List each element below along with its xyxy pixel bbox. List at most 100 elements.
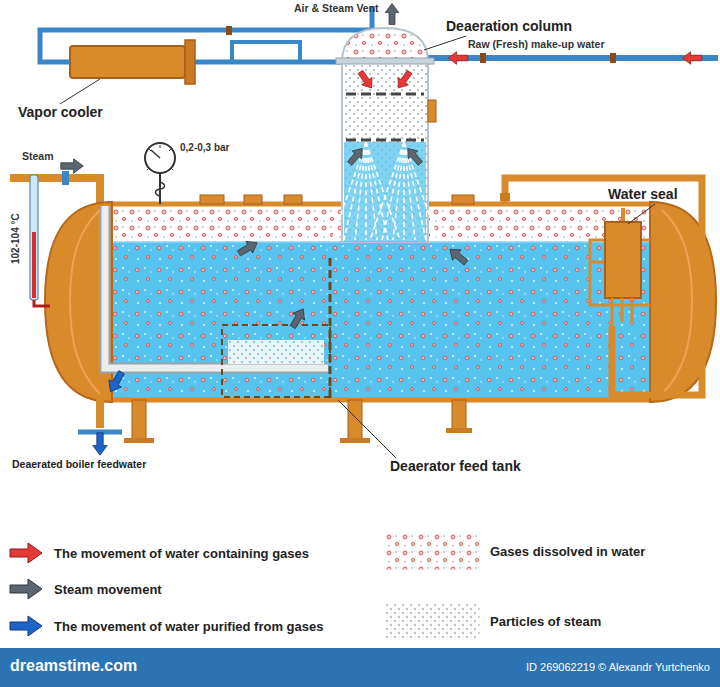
pressure-value: 0,2-0,3 bar	[180, 142, 229, 154]
tank-shell	[108, 398, 654, 403]
support-foot	[124, 438, 154, 443]
steam-pipe	[10, 178, 100, 204]
legend-red-arrow	[8, 540, 44, 566]
gauge-siphon	[156, 182, 165, 196]
nozzle	[284, 195, 302, 204]
steam-distributor	[105, 206, 328, 368]
bypass-pipe	[232, 42, 300, 62]
pressure-gauge	[145, 143, 175, 173]
make-up-water-arrow	[682, 52, 702, 65]
legend-blue-arrow	[8, 613, 44, 639]
water-seal	[605, 222, 641, 298]
temperature-value: 102-104 °C	[10, 213, 22, 264]
baffle	[329, 258, 332, 398]
support-foot	[340, 438, 370, 443]
make-up-water-pipe	[428, 55, 718, 61]
vent-label: Air & Steam Vent	[294, 2, 379, 14]
valve	[610, 53, 616, 63]
valve	[480, 53, 486, 63]
drain-flange	[446, 428, 472, 433]
steam-bubbles	[228, 340, 324, 364]
gauge-needle	[151, 150, 160, 158]
head-highlight	[70, 210, 100, 394]
gas-water-arrow	[393, 68, 415, 91]
legend-item: Steam movement	[8, 576, 162, 602]
legend-gray-arrow	[8, 576, 44, 602]
legend-steam-swatch	[385, 603, 480, 640]
legend-item: The movement of water purified from gase…	[8, 613, 323, 639]
component-label: Vapor cooler	[18, 104, 103, 120]
bubbling-zone	[222, 325, 330, 397]
pipe-label: Raw (Fresh) make-up water	[468, 38, 605, 50]
pipe-label: Deaerated boiler feedwater	[12, 458, 146, 470]
seal-drain	[612, 298, 632, 326]
steam-arrow	[61, 159, 83, 173]
leader-line	[338, 400, 396, 458]
drain-nozzle	[452, 400, 466, 430]
gas-water-arrow	[355, 68, 377, 91]
head-highlight	[662, 210, 692, 394]
legend-text: Gases dissolved in water	[490, 544, 645, 559]
perforated-plate	[346, 139, 424, 142]
legend-text: Particles of steam	[490, 614, 601, 629]
legend-item: The movement of water containing gases	[8, 540, 309, 566]
nozzle	[244, 195, 262, 204]
footer-band	[0, 648, 720, 687]
water-seal-pipe	[505, 178, 702, 395]
steam-arrow	[287, 306, 309, 331]
vent-arrow	[385, 4, 399, 25]
condensate-pipe	[195, 60, 342, 65]
nozzle	[200, 195, 224, 204]
thermometer-connection	[34, 300, 50, 306]
thermometer-column	[32, 232, 36, 298]
water-spray	[332, 142, 400, 240]
legend-item: Gases dissolved in water	[385, 533, 645, 570]
feedwater-arrow	[104, 369, 128, 396]
nozzle	[452, 195, 474, 204]
legend-text: The movement of water containing gases	[54, 546, 309, 561]
feedwater-arrow	[93, 433, 107, 455]
support-leg	[132, 400, 146, 442]
tank-head	[650, 202, 716, 402]
cooler-flange	[185, 40, 195, 84]
spray-zone	[344, 142, 426, 242]
outlet-pipe	[96, 396, 104, 428]
legend-text: Steam movement	[54, 582, 162, 597]
column-flange	[336, 58, 434, 64]
steam-arrow	[345, 144, 367, 167]
deaeration-column	[342, 60, 428, 242]
column-dome	[342, 28, 428, 62]
leader-line	[60, 79, 100, 104]
valve	[226, 26, 232, 35]
legend-steam-swatch	[386, 604, 480, 640]
legend-red-arrow	[10, 543, 42, 563]
watermark: ID 269062219 © Alexandr Yurtchenko	[526, 661, 710, 674]
steam-distributor	[105, 206, 328, 368]
legend-item: Particles of steam	[385, 603, 601, 640]
legend-gas-swatch	[386, 534, 480, 570]
component-label: Deaeration column	[446, 18, 572, 34]
make-up-water-arrow	[448, 52, 468, 65]
vapor-cooler	[70, 46, 185, 78]
legend-blue-arrow	[10, 616, 42, 636]
water-spray	[370, 142, 438, 240]
legend-gas-swatch	[385, 533, 480, 570]
nozzle	[500, 193, 510, 201]
legend-gray-arrow	[10, 579, 42, 599]
steam-arrow	[446, 244, 471, 268]
legend-text: The movement of water purified from gase…	[54, 619, 323, 634]
steam-arrow	[236, 237, 261, 259]
pipe-label: Steam	[22, 150, 54, 162]
leader-line	[424, 36, 466, 50]
gauge-ticks	[147, 145, 173, 170]
component-label: Water seal	[608, 186, 678, 202]
thermometer	[30, 175, 38, 300]
leader-line	[628, 204, 655, 224]
valve	[62, 171, 69, 185]
steam-arrow	[403, 144, 425, 167]
distribution-tray	[346, 93, 424, 96]
column-nozzle	[428, 100, 436, 122]
component-label: Deaerator feed tank	[390, 458, 521, 474]
